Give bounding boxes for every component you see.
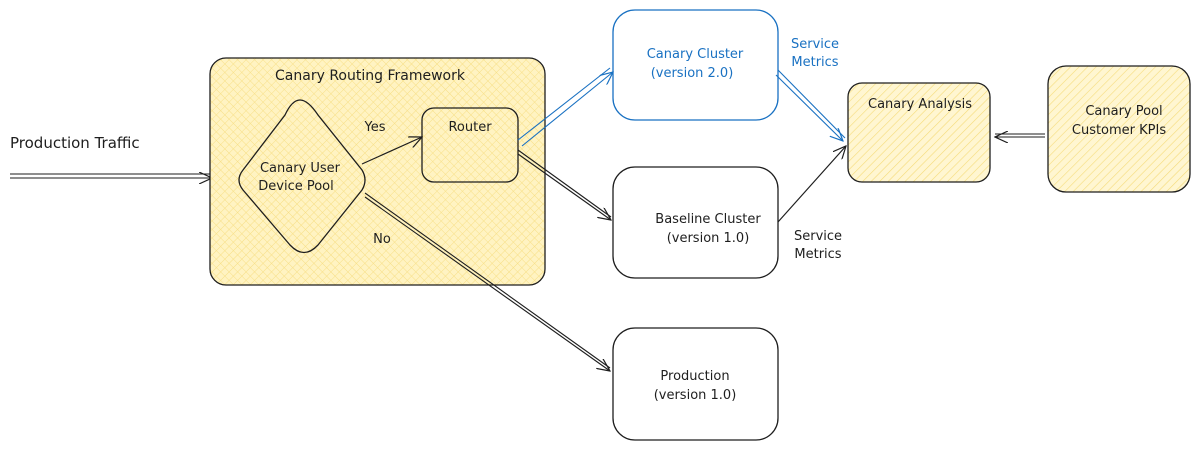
arrow-router-to-canary bbox=[517, 67, 613, 147]
pool-kpis-node bbox=[1047, 65, 1191, 193]
router-label: Router bbox=[448, 120, 492, 135]
arrow-pool-to-production bbox=[364, 192, 610, 371]
canary-metrics-label-2: Metrics bbox=[791, 55, 838, 70]
canary-analysis-node bbox=[847, 82, 991, 183]
canary-cluster-label-2: (version 2.0) bbox=[651, 66, 734, 81]
no-label: No bbox=[373, 232, 391, 247]
canary-analysis-label: Canary Analysis bbox=[868, 97, 972, 112]
canary-metrics-label-1: Service bbox=[791, 37, 839, 52]
arrow-traffic-to-framework bbox=[10, 174, 212, 178]
production-traffic-label: Production Traffic bbox=[10, 134, 140, 152]
yes-label: Yes bbox=[364, 120, 386, 135]
baseline-cluster-node bbox=[612, 166, 779, 279]
arrow-router-to-baseline bbox=[517, 149, 611, 220]
canary-cluster-node bbox=[612, 9, 779, 121]
device-pool-label-1: Canary User bbox=[260, 161, 341, 176]
baseline-metrics-label-2: Metrics bbox=[794, 247, 841, 262]
arrow-baseline-to-analysis bbox=[777, 146, 846, 223]
baseline-cluster-label-2: (version 1.0) bbox=[667, 231, 750, 246]
pool-kpis-label-2: Customer KPIs bbox=[1072, 123, 1166, 138]
arrow-canary-to-analysis bbox=[775, 69, 846, 141]
device-pool-decision bbox=[238, 99, 366, 254]
device-pool-label-2: Device Pool bbox=[258, 179, 334, 194]
arrow-kpis-to-analysis bbox=[995, 134, 1045, 137]
baseline-cluster-label-1: Baseline Cluster bbox=[655, 212, 761, 227]
arrow-pool-to-router bbox=[361, 137, 422, 165]
production-node bbox=[612, 327, 779, 441]
production-label-2: (version 1.0) bbox=[654, 388, 737, 403]
baseline-metrics-label-1: Service bbox=[794, 229, 842, 244]
framework-title: Canary Routing Framework bbox=[275, 68, 466, 84]
canary-cluster-label-1: Canary Cluster bbox=[647, 47, 744, 62]
production-label-1: Production bbox=[660, 369, 729, 384]
pool-kpis-label-1: Canary Pool bbox=[1085, 104, 1162, 119]
